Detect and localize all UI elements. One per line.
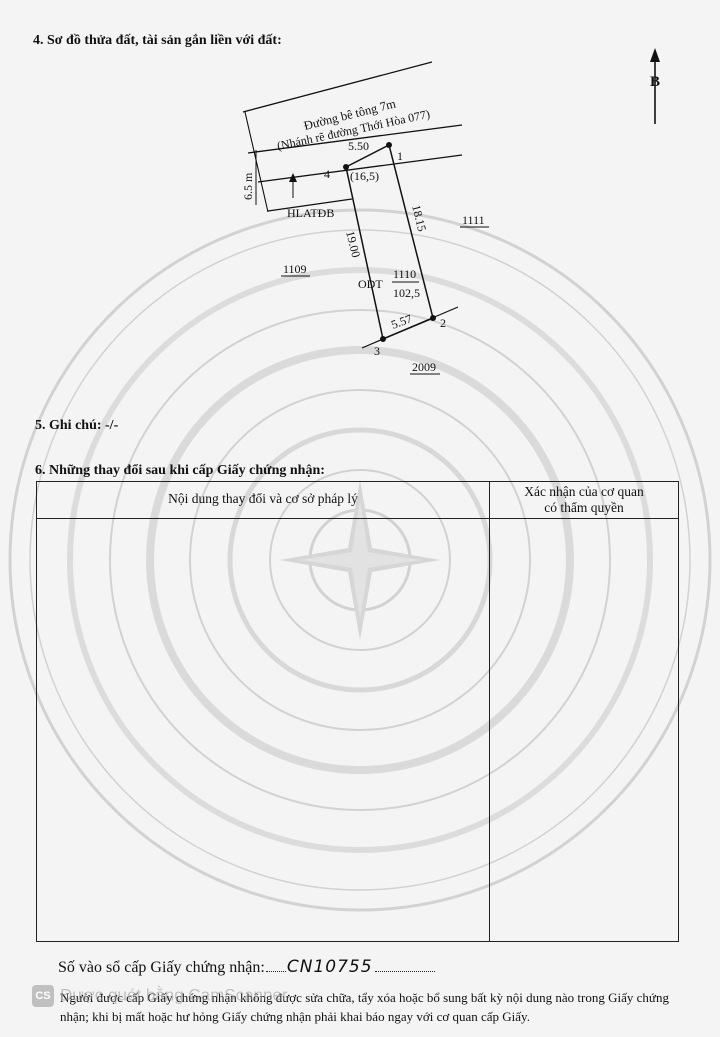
column-header-confirm-line1: Xác nhận của cơ quan [524,484,644,499]
section-5-note: 5. Ghi chú: -/- [35,418,119,433]
point-4-label: 4 [324,167,330,181]
point-3-label: 3 [374,344,380,358]
edge-top-label: 5.50 [348,139,369,153]
column-header-confirm-line2: có thẩm quyền [544,500,624,515]
scanner-watermark: CS Được quét bằng CamScanner [32,985,288,1007]
road-line-mid [247,124,463,154]
registry-dots-end [374,971,435,972]
parcel-number-label: 1110 [393,267,416,281]
registry-dots [265,971,286,972]
point-2-label: 2 [440,316,446,330]
column-header-content: Nội dung thay đổi và cơ sở pháp lý [168,491,358,506]
corridor-area-label: (16,5) [350,169,379,183]
neighbor-1109: 1109 [283,262,307,276]
section-6-title: 6. Những thay đổi sau khi cấp Giấy chứng… [35,463,325,478]
road-line-top [242,61,433,113]
neighbor-2009: 2009 [412,360,436,374]
edge-bottom-label: 5.57 [389,311,414,331]
vertex-3 [380,336,386,342]
vertex-2 [430,315,436,321]
corridor-label: HLATĐB [287,206,334,220]
registry-label: Số vào sổ cấp Giấy chứng nhận: [58,959,265,976]
land-type-label: ODT [358,277,383,291]
footer-note: Người được cấp Giấy chứng nhận không đượ… [60,990,669,1024]
neighbor-1111: 1111 [462,213,485,227]
parcel-map: B Đường bê tông 7m (Nhánh rẽ đường Thới … [241,48,660,375]
parcel-area-label: 102,5 [393,286,420,300]
north-label: B [650,74,660,90]
watermark-text: Được quét bằng CamScanner [60,985,288,1005]
table-column-divider [489,482,490,941]
edge-left-label: 19.00 [343,229,363,259]
camscanner-logo-icon: CS [32,985,54,1007]
point-1-label: 1 [397,149,403,163]
corridor-arrow-icon [289,173,297,182]
registry-line: Số vào sổ cấp Giấy chứng nhận: CN10755 [58,957,435,977]
corridor-line [267,198,353,212]
road-width-label: 6.5 m [241,172,255,200]
column-header-confirm: Xác nhận của cơ quan có thẩm quyền [490,484,678,516]
north-arrow-icon [650,48,660,124]
vertex-4 [343,164,349,170]
vertex-1 [386,142,392,148]
changes-table: Nội dung thay đổi và cơ sở pháp lý Xác n… [36,481,679,942]
registry-value: CN10755 [286,957,373,977]
table-header-divider [37,518,678,519]
neighbor-boundary-bottom [361,306,459,349]
section-4-title: 4. Sơ đồ thửa đất, tài sản gắn liền với … [33,33,282,48]
edge-right-label: 18.15 [409,203,429,233]
